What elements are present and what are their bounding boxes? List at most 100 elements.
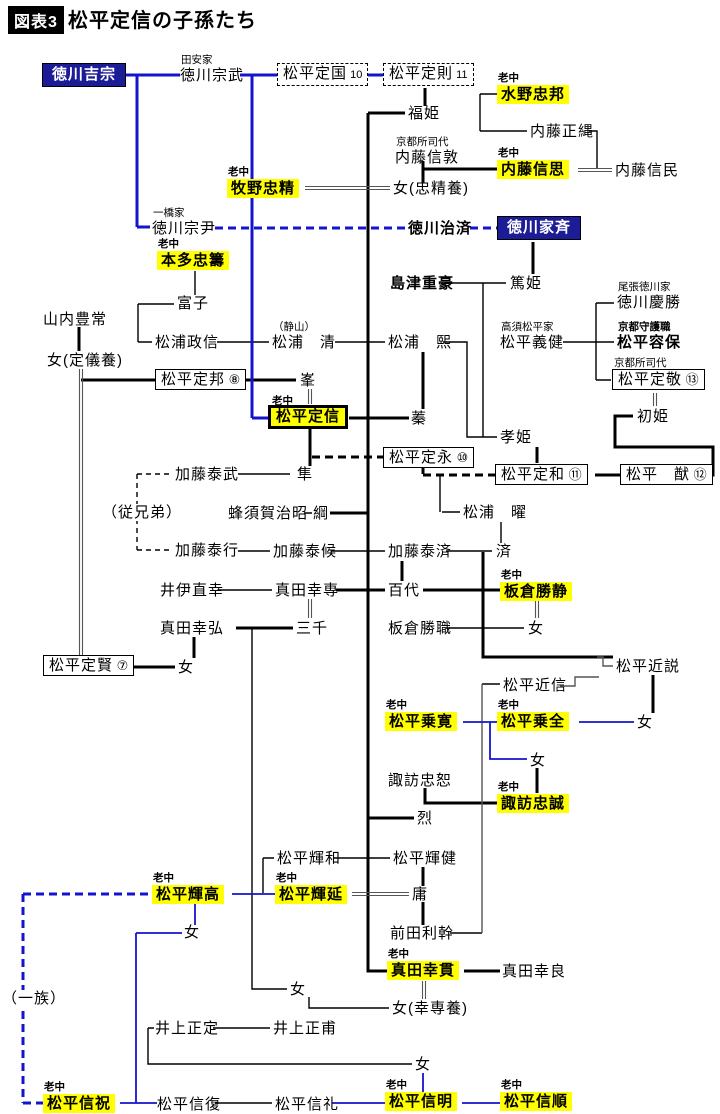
person-name: 女 xyxy=(415,1056,432,1073)
person-kato-yasutoki: 加藤泰候 xyxy=(273,543,337,560)
person-hachisuka-haruaki: 蜂須賀治昭 xyxy=(228,505,308,522)
person-name: 加藤泰済 xyxy=(388,543,453,560)
person-matsudaira-nobunao: 松平信復 xyxy=(157,1096,221,1113)
person-takahime: 孝姫 xyxy=(500,429,532,446)
person-inoue-masamoto: 井上正甫 xyxy=(273,1020,337,1037)
role-label: 老中 xyxy=(498,699,519,711)
person-name: 女 xyxy=(178,659,195,676)
person-mine: 峯 xyxy=(300,372,316,389)
role-label: 老中 xyxy=(153,872,174,884)
person-kato-yasuyuki: 加藤泰行 xyxy=(175,542,239,559)
person-name: 加藤泰行 xyxy=(175,542,240,559)
line-black-thick xyxy=(77,88,715,973)
role-label: 一橋家 xyxy=(153,207,185,219)
person-naito-nobuatsu: 京都所司代内藤信敦 xyxy=(395,136,459,166)
person-name: 松平信明 xyxy=(389,1093,454,1110)
person-matsudaira-nobutoki: 老中松平信祝 xyxy=(43,1081,116,1113)
person-onna-yukitaka-yo: 女(幸専養) xyxy=(392,1000,468,1017)
person-makino-tadakiyo: 老中牧野忠精 xyxy=(227,166,300,198)
role-label: 高須松平家 xyxy=(501,321,554,333)
person-maeda-toshitsuyo: 前田利幹 xyxy=(390,925,454,942)
role-label: （静山） xyxy=(273,321,315,333)
person-matsudaira-norihiro: 老中松平乗寛 xyxy=(385,699,458,731)
person-onna-yukihiro: 女 xyxy=(290,981,306,998)
person-name: 島津重豪 xyxy=(390,275,455,292)
person-naito-nobutami: 内藤信民 xyxy=(615,162,679,179)
person-yamauchi-toyotsune: 山内豊常 xyxy=(43,311,107,328)
person-name: 内藤信思 xyxy=(501,161,566,178)
person-name: 徳川宗武 xyxy=(180,67,245,84)
person-name: 松平近信 xyxy=(503,677,568,694)
person-matsudaira-terutaka: 老中松平輝高 xyxy=(152,872,225,904)
person-sanada-yukiyoshi: 真田幸良 xyxy=(502,963,566,980)
person-name: 徳川家斉 xyxy=(507,219,572,236)
role-label: 京都守護職 xyxy=(618,321,671,333)
person-name: 女(忠精養) xyxy=(393,180,469,197)
person-atsuhime: 篤姫 xyxy=(510,275,542,292)
page-title: 松平定信の子孫たち xyxy=(68,10,257,32)
person-tokugawa-munetake: 田安家徳川宗武 xyxy=(180,54,245,84)
person-name: 松平定国 xyxy=(283,65,348,82)
person-name: 百代 xyxy=(388,582,421,599)
person-matsudaira-nobuyori: 老中松平信順 xyxy=(500,1079,573,1111)
person-ii-naohide: 井伊直幸 xyxy=(160,582,224,599)
person-name: 庸 xyxy=(412,886,429,903)
person-kato-yasutake: 加藤泰武 xyxy=(175,466,239,483)
line-black-dashed xyxy=(312,455,495,477)
person-matsudaira-sadaaki: 京都所司代松平定敬 ⑬ xyxy=(612,357,705,390)
person-name: 徳川慶勝 xyxy=(617,294,682,311)
person-name: 松平輝健 xyxy=(393,850,458,867)
person-name: 済 xyxy=(496,543,513,560)
person-name: 松浦 清 xyxy=(272,334,337,351)
person-name: 真田幸弘 xyxy=(160,620,225,637)
person-name: 板倉勝静 xyxy=(504,583,569,600)
line-blue-dashed xyxy=(21,226,497,1105)
person-wataru: 済 xyxy=(496,543,512,560)
person-itakura-katsutsune: 板倉勝職 xyxy=(388,620,452,637)
person-name: 女 xyxy=(637,714,654,731)
person-name: 松平乗寛 xyxy=(389,713,454,730)
person-name: 松平輝延 xyxy=(279,886,344,903)
person-name: 井上正甫 xyxy=(273,1020,338,1037)
person-name: 篤姫 xyxy=(510,275,543,292)
person-name: 女(幸専養) xyxy=(392,1000,468,1017)
person-name: 隼 xyxy=(297,466,314,483)
person-name: 女 xyxy=(528,620,545,637)
person-matsudaira-terunobu: 老中松平輝延 xyxy=(275,872,348,904)
role-label: 老中 xyxy=(501,1079,522,1091)
person-onna-sadayoshi-yo: 女(定儀養) xyxy=(47,352,123,369)
person-matsudaira-yoshitake: 高須松平家松平義健 xyxy=(500,321,564,351)
person-itoko-note: （従兄弟） xyxy=(101,504,184,521)
person-name: 松平乗全 xyxy=(501,713,566,730)
person-sanada-yukihiro: 真田幸弘 xyxy=(160,620,224,637)
person-name: 烈 xyxy=(417,810,434,827)
person-name: 峯 xyxy=(300,372,317,389)
person-name: 松平容保 xyxy=(617,334,682,351)
person-retsu: 烈 xyxy=(417,810,433,827)
person-matsuura-akira: 松浦 曜 xyxy=(463,504,527,521)
person-name: 松平近説 xyxy=(616,658,681,675)
line-blue-thin xyxy=(120,721,634,1104)
person-tsuna: 綱 xyxy=(313,505,329,522)
person-name: 蜂須賀治昭 xyxy=(228,505,309,522)
person-matsudaira-nobuakira: 老中松平信明 xyxy=(385,1079,458,1111)
person-name: 女 xyxy=(184,924,201,941)
person-name: 松平定賢 xyxy=(49,657,114,674)
person-name: 女(定儀養) xyxy=(47,352,123,369)
person-name: 水野忠邦 xyxy=(501,86,566,103)
person-name: 松平信礼 xyxy=(275,1096,340,1113)
person-name: 松浦 熙 xyxy=(388,334,453,351)
person-tokugawa-yoshikatsu: 尾張徳川家徳川慶勝 xyxy=(617,281,682,311)
person-michi: 三千 xyxy=(296,620,328,637)
person-matsudaira-sadakuni: 松平定国 10 xyxy=(277,63,369,86)
person-matsudaira-nobunori: 松平信礼 xyxy=(275,1096,339,1113)
generation-number: ⑪ xyxy=(565,467,582,482)
person-name: 松浦政信 xyxy=(155,334,220,351)
person-name: 加藤泰候 xyxy=(273,543,338,560)
person-tokugawa-munetada: 一橋家徳川宗尹 xyxy=(152,207,216,237)
person-name: 松平 猷 xyxy=(626,466,691,483)
person-name: 綱 xyxy=(313,505,330,522)
person-name: 松平定和 xyxy=(501,466,566,483)
person-matsudaira-sadanobu: 老中松平定信 xyxy=(268,395,349,429)
